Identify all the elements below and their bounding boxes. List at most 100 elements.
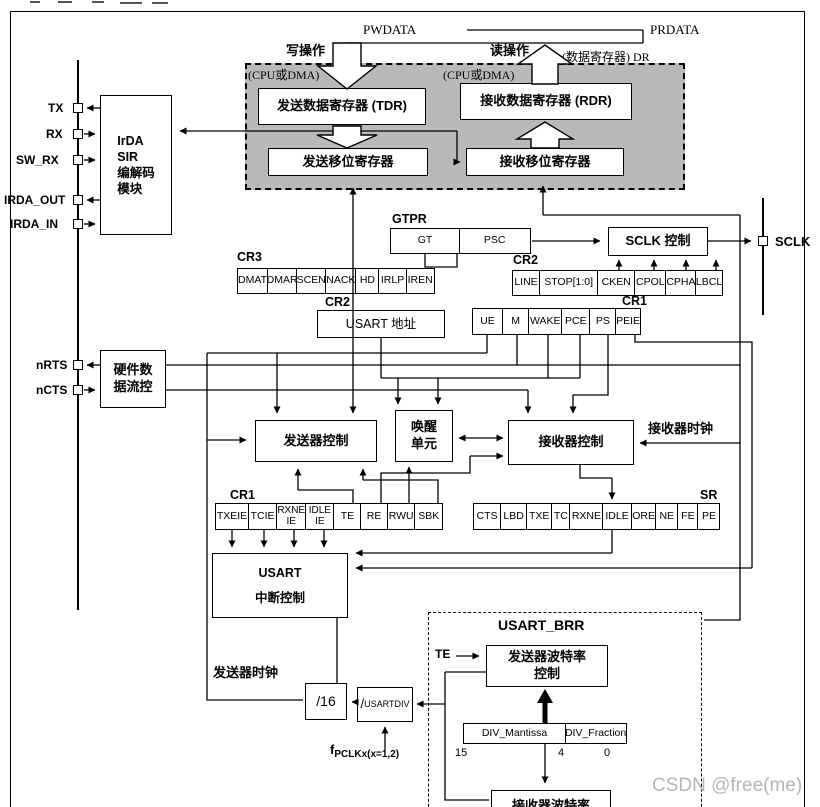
pin-label-ncts: nCTS [36,383,68,397]
pin-label-irda-out: IRDA_OUT [4,193,66,207]
pin-label-irda-in: IRDA_IN [10,217,59,231]
register-bit-cell: TXE [526,503,553,530]
register-bit-cell: RE [360,503,389,530]
register-bit-cell: NACK [324,268,357,294]
usart-address-box: USART 地址 [317,310,445,338]
register-bit-cell: PEIE [615,308,642,335]
transmitter-clock-label: 发送器时钟 [213,665,279,680]
register-bit-cell: STOP[1:0] [538,270,599,296]
fpclk-label: fPCLKx(x=1,2) [330,742,400,760]
register-bit-cell: IREN [405,268,435,294]
hw-flow-control-block: 硬件数 据流控 [100,350,166,408]
cr3-label: CR3 [237,250,263,264]
receiver-clock-label: 接收器时钟 [648,421,714,436]
register-bit-cell: ORE [630,503,657,530]
register-bit-cell: RXNE [569,503,604,530]
register-bit-cell: GT [390,228,460,254]
register-bit-cell: DMAT [237,268,268,294]
pin-label-tx: TX [48,101,64,115]
register-bit-cell: RXNE IE [276,503,307,530]
sr-label: SR [700,488,718,502]
cr1-top-label: CR1 [622,294,648,308]
read-op-label: 读操作 [490,43,530,58]
usartdiv-slash: / [360,696,365,712]
register-bit-cell: SCEN [296,268,327,294]
register-bit-cell: DIV_Mantissa [463,723,566,744]
register-bit-cell: DMAR [266,268,298,294]
register-bit-cell: LBCL [695,270,724,296]
wakeup-unit-block: 唤醒 单元 [395,410,453,462]
register-bit-cell: IDLE [602,503,633,530]
register-bit-cell: FE [676,503,699,530]
register-bit-cell: LBD [499,503,528,530]
register-bit-cell: PSC [458,228,531,254]
pin-ncts [73,385,83,395]
pin-label-nrts: nRTS [36,358,68,372]
rx-baudrate-block: 接收器波特率 [491,790,611,807]
irda-sir-block: IrDA SIR 编解码 模块 [100,95,172,235]
div16-block: /16 [305,683,347,720]
register-bit-cell: HD [355,268,380,294]
register-bit-cell: UE [472,308,503,335]
register-bit-cell: DIV_Fraction [564,723,627,744]
pin-sclk [758,236,768,246]
pin-sw-rx [73,155,83,165]
pin-label-sclk: SCLK [775,234,811,249]
rdr-box: 接收数据寄存器 (RDR) [460,83,632,120]
brr-bit-4: 4 [558,747,565,759]
gtpr-label: GTPR [392,212,427,226]
register-bit-cell: TE [333,503,362,530]
cr2-sclk-label: CR2 [513,253,539,267]
dr-label: (数据寄存器) DR [562,50,650,64]
tx-baudrate-block: 发送器波特率 控制 [486,645,608,687]
watermark: CSDN @free(me) [652,775,803,796]
prdata-label: PRDATA [650,22,700,37]
pwdata-label: PWDATA [363,22,417,37]
te-brr-label: TE [435,647,451,661]
transmitter-control-block: 发送器控制 [255,420,377,462]
register-bit-cell: PS [589,308,617,335]
register-bit-cell: IRLP [378,268,408,294]
register-bit-cell: LINE [512,270,540,296]
sclk-control-block: SCLK 控制 [608,227,708,256]
pin-rx [73,129,83,139]
interrupt-control-block: USART 中断控制 [212,553,348,618]
usartdiv-text: USARTDIV [364,698,410,709]
register-bit-cell: NE [655,503,679,530]
register-bit-cell: CPHA [665,270,697,296]
register-bit-cell: CPOL [633,270,667,296]
pin-label-sw-rx: SW_RX [16,153,59,167]
register-bit-cell: TC [550,503,571,530]
register-bit-cell: PCE [560,308,591,335]
register-bit-cell: RWU [386,503,416,530]
diagram-border [10,11,805,807]
register-bit-cell: CTS [473,503,501,530]
write-src-label: (CPU或DMA) [248,68,320,82]
pin-tx [73,103,83,113]
pin-label-rx: RX [46,127,63,141]
register-bit-cell: CKEN [597,270,636,296]
write-op-label: 写操作 [286,43,326,58]
register-bit-cell: M [501,308,530,335]
cr1-bottom-label: CR1 [230,488,256,502]
register-bit-cell: WAKE [528,308,563,335]
pin-irda-in [73,219,83,229]
usartdiv-block: /USARTDIV [357,687,413,722]
brr-bit-15: 15 [455,747,468,759]
register-bit-cell: TCIE [247,503,278,530]
register-bit-cell: PE [697,503,721,530]
register-bit-cell: SBK [414,503,444,530]
cr2-addr-label: CR2 [325,295,351,309]
read-src-label: (CPU或DMA) [443,68,515,82]
register-bit-cell: TXEIE [215,503,249,530]
tx-shift-register-box: 发送移位寄存器 [268,148,428,176]
register-bit-cell: IDLE IE [304,503,335,530]
pin-nrts [73,360,83,370]
pin-irda-out [73,195,83,205]
